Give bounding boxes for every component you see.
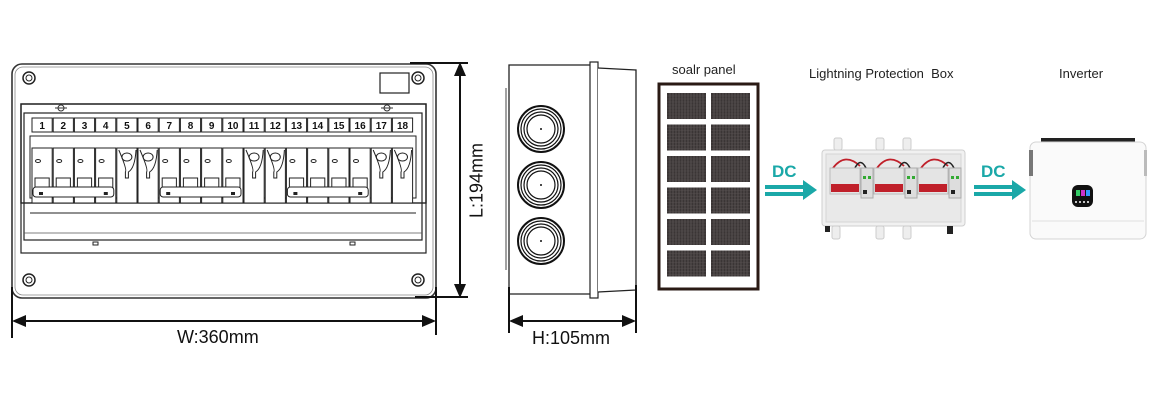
breaker-number: 1: [39, 121, 45, 132]
protection-box-label: Lightning Protection Box: [809, 66, 954, 81]
solar-cell: [711, 93, 750, 119]
breaker-number: 9: [209, 121, 215, 132]
breaker-number-cell: [179, 117, 202, 133]
breaker-number: 6: [145, 121, 151, 132]
protection-module: [873, 158, 918, 199]
breaker-number: 12: [270, 121, 282, 132]
slot-mark: [92, 241, 99, 246]
breaker-number: 3: [82, 121, 88, 132]
clamp-bar: [159, 186, 242, 198]
arrow-right-icon: [622, 315, 636, 327]
breaker-number-cell: [243, 117, 265, 133]
breaker-number-cell: [307, 117, 329, 133]
arrow-left-icon: [12, 315, 26, 327]
breaker-number-cell: [73, 117, 96, 133]
breaker-number-cell: [31, 117, 53, 133]
dc-arrow-icon: [974, 180, 1026, 200]
breaker-number: 2: [61, 121, 67, 132]
breaker-number-cell: [285, 117, 308, 133]
screw-icon: [22, 273, 36, 287]
clamp-bar: [32, 186, 115, 198]
solar-panel-label: soalr panel: [672, 62, 736, 77]
breaker-number: 4: [103, 121, 109, 132]
breaker-number-cell: [370, 117, 392, 133]
width-label: W:360mm: [177, 327, 259, 347]
solar-panel: [657, 82, 760, 291]
breaker-number-cell: [391, 117, 414, 133]
breaker-number: 7: [167, 121, 173, 132]
solar-cell: [667, 250, 706, 277]
breaker-number-cell: [158, 117, 180, 133]
solar-cell: [711, 250, 750, 277]
label-window: [379, 72, 410, 94]
arrow-up-icon: [454, 62, 466, 76]
dc-label: DC: [772, 162, 797, 181]
screw-icon: [22, 71, 36, 85]
breaker-number: 17: [376, 121, 388, 132]
hinge-icon: [55, 104, 67, 112]
dc-arrow-icon: [765, 180, 817, 200]
solar-cell: [667, 124, 706, 151]
solar-cell: [711, 219, 750, 245]
solar-cell: [667, 187, 706, 214]
breaker-number: 15: [333, 121, 345, 132]
cable-gland-icon: [517, 217, 565, 265]
breaker-number: 14: [312, 121, 324, 132]
breaker-number-cell: [116, 117, 138, 133]
clamp-bar: [286, 186, 369, 198]
breaker-number: 10: [227, 121, 239, 132]
protection-module: [917, 158, 962, 199]
screw-icon: [411, 71, 425, 85]
arrow-right-icon: [422, 315, 436, 327]
breaker-number: 18: [397, 121, 409, 132]
side-view-enclosure: [505, 61, 667, 299]
inverter: [1029, 138, 1147, 240]
solar-cell: [667, 156, 706, 182]
cable-gland-icon: [517, 161, 565, 209]
inverter-label: Inverter: [1059, 66, 1104, 81]
breaker-number-cell: [328, 117, 350, 133]
solar-cell: [711, 124, 750, 151]
fuse-holder: [370, 147, 392, 204]
length-label: L:194mm: [466, 142, 487, 219]
breaker-number: 13: [291, 121, 303, 132]
solar-cell: [667, 93, 706, 119]
depth-label: H:105mm: [532, 328, 611, 348]
arrow-left-icon: [509, 315, 523, 327]
breaker-number: 16: [355, 121, 367, 132]
breaker-number-cell: [52, 117, 74, 133]
solar-cell: [667, 219, 706, 245]
protection-module: [829, 158, 874, 199]
breaker-number-cell: [201, 117, 223, 133]
solar-cell: [711, 187, 750, 214]
breaker-number-cell: [264, 117, 286, 133]
breaker-number-cell: [349, 117, 371, 133]
breaker-number-cell: [222, 117, 244, 133]
hinge-icon: [381, 104, 393, 112]
fuse-holder: [391, 147, 414, 204]
breaker-number: 5: [124, 121, 130, 132]
fuse-holder: [116, 147, 138, 204]
breaker-number: 8: [188, 121, 194, 132]
breaker-number: 11: [249, 121, 260, 132]
cable-gland-icon: [517, 105, 565, 153]
protection-box: [821, 137, 966, 240]
fuse-holder: [264, 147, 286, 204]
dc-label: DC: [981, 162, 1006, 181]
breaker-number-cell: [137, 117, 159, 133]
slot-mark: [349, 241, 356, 246]
arrow-down-icon: [454, 284, 466, 298]
breaker-number-cell: [95, 117, 117, 133]
solar-cell: [711, 156, 750, 182]
fuse-holder: [137, 147, 159, 204]
fuse-holder: [243, 147, 265, 204]
screw-icon: [411, 273, 425, 287]
